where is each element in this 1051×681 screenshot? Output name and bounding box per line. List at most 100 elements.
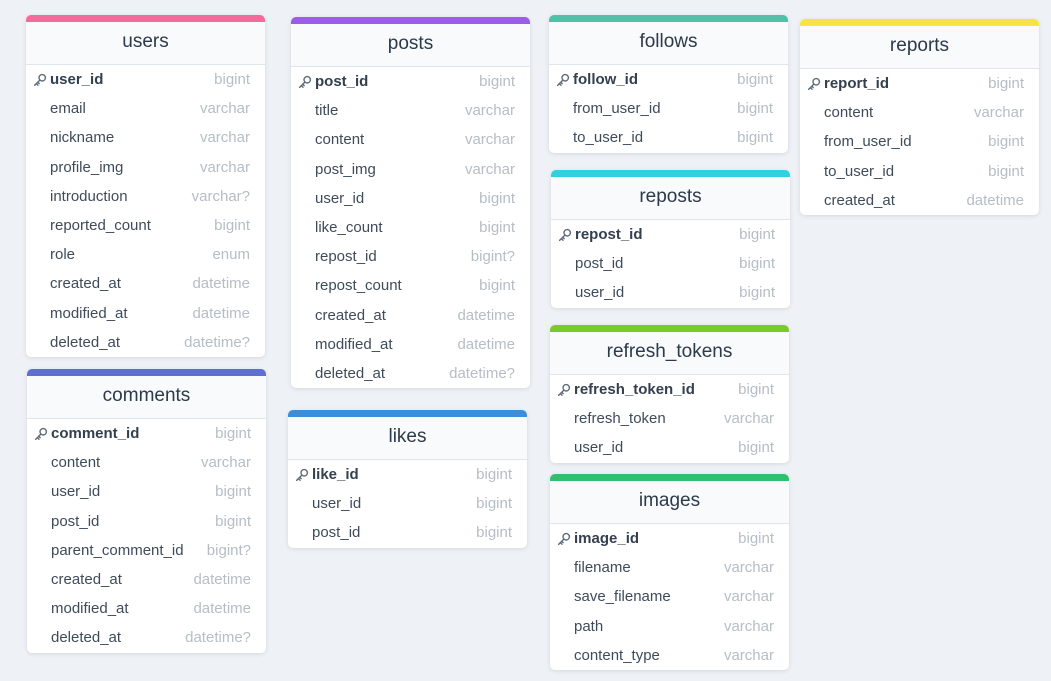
table-color-bar [288, 410, 527, 417]
column-name: comment_id [51, 425, 140, 442]
column-name: created_at [315, 306, 386, 324]
column-type: bigint [737, 100, 773, 118]
column-type: bigint [215, 512, 251, 530]
table-header[interactable]: images [550, 481, 789, 524]
column-row[interactable]: post_id bigint [27, 507, 266, 536]
table-header[interactable]: likes [288, 417, 527, 460]
column-type: varchar [973, 104, 1024, 122]
column-name: post_id [51, 512, 100, 530]
table-header[interactable]: reports [800, 26, 1039, 69]
column-type: bigint [214, 216, 250, 234]
column-row[interactable]: profile_img varchar [26, 153, 265, 182]
column-type: varchar [200, 454, 251, 472]
column-type: bigint [988, 162, 1024, 180]
table-header[interactable]: users [26, 22, 265, 65]
column-type: bigint [988, 133, 1024, 151]
table-header[interactable]: reposts [551, 177, 790, 220]
table-header[interactable]: posts [291, 24, 530, 67]
column-name: repost_id [315, 248, 377, 266]
key-icon [34, 427, 48, 441]
column-name: filename [574, 559, 631, 577]
key-icon [807, 77, 821, 91]
table-header[interactable]: follows [549, 22, 788, 65]
column-type: varchar [723, 559, 774, 577]
column-type: bigint [988, 75, 1024, 92]
column-name: user_id [574, 439, 624, 457]
column-type: varchar [199, 158, 250, 176]
key-icon [557, 383, 571, 397]
column-type: datetime [966, 191, 1024, 209]
column-type: datetime [192, 304, 250, 322]
column-row[interactable]: filename varchar [550, 553, 789, 582]
column-name: post_id [575, 255, 624, 273]
column-row[interactable]: content varchar [800, 98, 1039, 127]
column-type: varchar [723, 588, 774, 606]
table-header[interactable]: comments [27, 376, 266, 419]
column-type: bigint [479, 218, 515, 236]
column-type: bigint [215, 425, 251, 442]
column-name: content [824, 104, 874, 122]
primary-key-row[interactable]: comment_id bigint [27, 419, 266, 448]
column-name: parent_comment_id [51, 541, 184, 559]
column-name: profile_img [50, 158, 124, 176]
table-header[interactable]: refresh_tokens [550, 332, 789, 375]
column-name: repost_count [315, 277, 402, 295]
